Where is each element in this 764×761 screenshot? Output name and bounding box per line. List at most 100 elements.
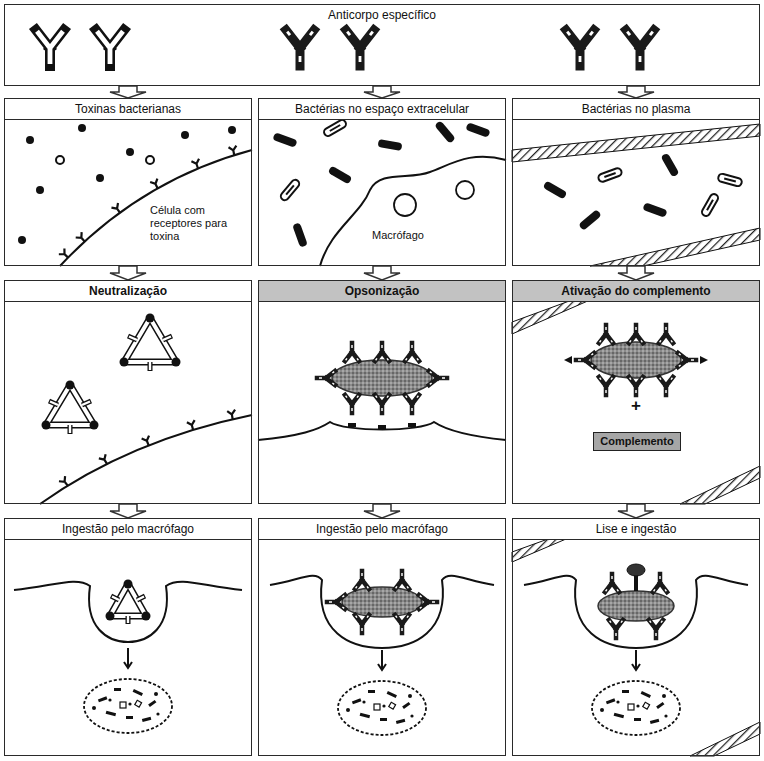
digestion-arrow bbox=[632, 650, 640, 670]
phagocytic-pocket bbox=[605, 574, 619, 592]
macrophage-membrane bbox=[258, 422, 506, 440]
phagocytic-pocket bbox=[634, 575, 638, 591]
panel-heading: Anticorpo específico bbox=[5, 5, 759, 25]
bacterium bbox=[465, 122, 490, 138]
mechanism-panel: Bactérias no plasma bbox=[512, 98, 760, 266]
toxin-dot bbox=[228, 126, 236, 134]
phagocytic-pocket bbox=[653, 574, 667, 592]
toxin-dot bbox=[96, 174, 104, 182]
opsonized-bacterium bbox=[659, 377, 673, 395]
phagocytic-pocket bbox=[14, 580, 242, 643]
vessel-wall bbox=[512, 124, 760, 266]
toxin-antibody-complex bbox=[66, 381, 75, 390]
flow-arrow bbox=[364, 504, 400, 518]
toxin-antibody-complex bbox=[42, 314, 181, 435]
toxin-antibody-complex bbox=[50, 402, 90, 434]
phagocytic-pocket bbox=[270, 571, 494, 648]
antibody-icon bbox=[36, 30, 64, 66]
opsonized-bacterium bbox=[564, 356, 708, 364]
cell-membrane bbox=[60, 150, 252, 266]
macrophage-outline bbox=[320, 157, 506, 266]
opsonized-bacterium bbox=[599, 377, 613, 395]
digestion-arrow bbox=[632, 650, 640, 670]
opsonized-bacterium bbox=[405, 343, 419, 361]
macrophage-membrane bbox=[258, 422, 506, 440]
toxin-receptor bbox=[150, 179, 161, 191]
digestion-arrow bbox=[124, 648, 132, 668]
bacterium bbox=[279, 178, 301, 202]
mechanism-panel: Ingestão pelo macrófago bbox=[258, 518, 506, 756]
macrophage-outline bbox=[394, 194, 416, 216]
phagocytic-pocket bbox=[627, 564, 645, 576]
cell-membrane bbox=[40, 415, 252, 504]
panel-heading: Lise e ingestão bbox=[513, 519, 759, 540]
bacterium bbox=[661, 153, 680, 178]
bacterium bbox=[543, 153, 743, 231]
complement-box: Complemento bbox=[593, 432, 680, 451]
digestion-vesicle bbox=[84, 679, 172, 733]
bacterium bbox=[272, 132, 297, 148]
toxin-receptor bbox=[59, 248, 71, 260]
opsonized-bacterium bbox=[591, 342, 681, 378]
phagocytic-pocket bbox=[270, 576, 494, 648]
flow-arrow bbox=[110, 504, 146, 518]
toxin-dot bbox=[126, 148, 134, 156]
toxin-receptor bbox=[191, 159, 201, 170]
digestion-arrow bbox=[378, 650, 386, 670]
antibody-icon bbox=[96, 30, 124, 66]
vessel-wall bbox=[512, 539, 566, 562]
digestion-vesicle bbox=[592, 681, 680, 735]
opsonized-bacterium bbox=[317, 343, 447, 413]
antibody-box: Anticorpo específico bbox=[4, 4, 760, 86]
macrophage-membrane bbox=[408, 423, 416, 427]
panel-heading: Ingestão pelo macrófago bbox=[5, 519, 251, 540]
flow-arrow bbox=[364, 266, 400, 280]
figure-label: Célula com receptores para toxina bbox=[150, 204, 246, 243]
mechanism-panel: Ingestão pelo macrófago bbox=[4, 518, 252, 756]
phagocytic-pocket bbox=[524, 564, 748, 648]
toxin-receptor bbox=[76, 232, 88, 244]
vessel-wall bbox=[512, 300, 760, 504]
bacterium bbox=[328, 166, 353, 185]
opsonized-bacterium bbox=[629, 325, 643, 343]
phagocytic-pocket bbox=[355, 615, 369, 633]
toxin-receptor bbox=[99, 454, 111, 466]
bacterium bbox=[597, 167, 622, 183]
complement-label: Complemento bbox=[594, 433, 679, 450]
bacterium bbox=[543, 181, 568, 200]
toxin-dot bbox=[36, 186, 44, 194]
bacterium bbox=[434, 120, 456, 144]
macrophage-membrane bbox=[348, 423, 356, 427]
toxin-dot bbox=[78, 124, 86, 132]
bacterium bbox=[642, 202, 667, 218]
opsonized-bacterium bbox=[564, 325, 708, 395]
opsonized-bacterium bbox=[345, 343, 359, 361]
antibody-icon bbox=[36, 30, 654, 66]
opsonized-bacterium bbox=[599, 325, 613, 343]
phagocytic-pocket bbox=[142, 612, 151, 621]
toxin-receptor bbox=[111, 203, 123, 215]
antibody-icon bbox=[626, 30, 654, 66]
bacterium bbox=[272, 119, 490, 248]
cell-membrane bbox=[60, 150, 252, 266]
opsonized-bacterium bbox=[345, 395, 359, 413]
phagocytic-pocket bbox=[124, 580, 133, 589]
phagocytic-pocket bbox=[355, 571, 369, 589]
phagocytic-pocket bbox=[14, 582, 242, 642]
toxin-antibody-complex bbox=[129, 337, 171, 371]
flow-arrow bbox=[618, 266, 654, 280]
digestion-arrow bbox=[378, 650, 386, 670]
opsonized-bacterium bbox=[678, 353, 696, 367]
toxin-dot bbox=[26, 136, 34, 144]
toxin-dot bbox=[56, 156, 64, 164]
phagocytic-pocket bbox=[395, 615, 409, 633]
antibody-icon bbox=[286, 30, 314, 66]
phagocytic-pocket bbox=[395, 571, 409, 589]
toxin-antibody-complex bbox=[172, 358, 181, 367]
vessel-wall bbox=[690, 722, 760, 756]
cell-membrane bbox=[40, 415, 252, 504]
panel-heading: Bactérias no plasma bbox=[513, 99, 759, 120]
bacterium bbox=[578, 209, 602, 231]
opsonized-bacterium bbox=[576, 353, 594, 367]
